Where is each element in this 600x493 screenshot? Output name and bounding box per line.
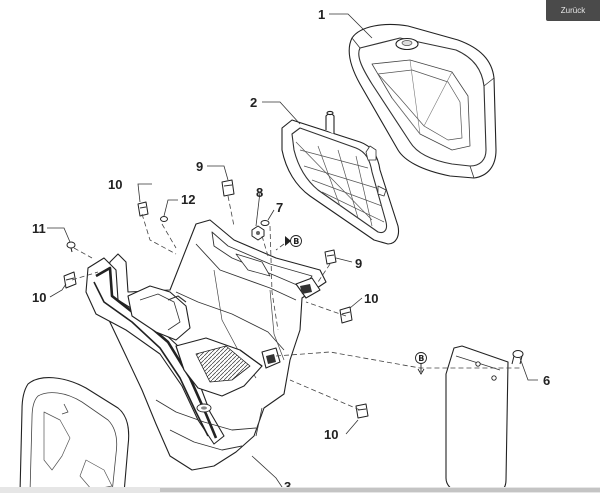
callout-1: 1 (318, 7, 325, 22)
callout-labels: 1 2 9 10 8 12 7 11 9 10 10 6 10 3 (32, 7, 550, 493)
callout-12: 12 (181, 192, 195, 207)
clip-nut-9-top (221, 179, 235, 197)
callout-10-bottom: 10 (324, 427, 338, 442)
clip-nut-10-top (137, 201, 149, 217)
back-button[interactable]: Zurück (546, 0, 600, 21)
svg-text:B: B (418, 354, 424, 363)
callout-2: 2 (250, 95, 257, 110)
hardware (63, 179, 524, 419)
callout-9-top: 9 (196, 159, 203, 174)
callout-10-left: 10 (32, 290, 46, 305)
assembly-lines (71, 195, 520, 411)
part-1-air-filter (348, 23, 497, 179)
callout-9-right: 9 (355, 256, 362, 271)
screw-12 (160, 216, 168, 222)
svg-text:B: B (293, 237, 299, 246)
callout-11: 11 (32, 221, 46, 236)
marker-b-2 (415, 352, 427, 364)
callout-6: 6 (543, 373, 550, 388)
part-2-filter-cage (281, 110, 400, 245)
reference-markers: B B (285, 235, 427, 375)
callout-3: 3 (284, 479, 291, 493)
callout-10-top: 10 (108, 177, 122, 192)
screw-6 (512, 350, 524, 358)
callout-8: 8 (256, 185, 263, 200)
washer-7 (260, 220, 270, 226)
side-cover-lower-left (19, 377, 130, 493)
marker-b-1 (290, 235, 302, 247)
screw-11 (66, 241, 76, 249)
clip-nut-9-right (324, 249, 337, 265)
callout-7: 7 (276, 200, 283, 215)
clip-nut-10-right (339, 306, 353, 324)
clip-nut-10-bottom (355, 403, 369, 419)
clip-nut-10-left (63, 271, 77, 289)
mud-flap (445, 345, 509, 493)
part-3-airbox-housing (85, 219, 327, 471)
callout-10-right: 10 (364, 291, 378, 306)
scrollbar-thumb (160, 488, 600, 492)
